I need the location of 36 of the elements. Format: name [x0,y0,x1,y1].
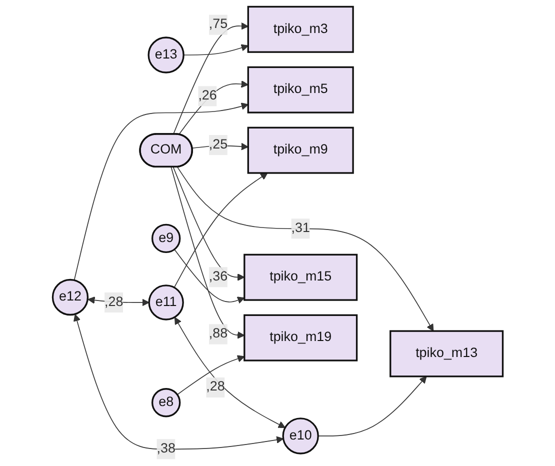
arrow [174,317,286,428]
node-circle: e8 [151,388,180,418]
node-circle: e12 [52,278,88,316]
node-box: tpiko_m19 [243,314,358,362]
arrow [182,44,248,56]
node-box: tpiko_m9 [247,126,354,174]
node-box: tpiko_m5 [247,66,354,114]
arrow [176,166,434,332]
arrow [172,166,244,281]
node-circle: e13 [147,36,184,74]
arrow [73,314,284,450]
arrow [317,376,427,436]
node-box: tpiko_m15 [243,254,358,301]
edge-label: ,28 [104,294,123,310]
node-box: tpiko_m3 [247,6,354,53]
node-circle: e9 [151,224,180,254]
arrow [74,102,248,281]
edge-label: ,28 [206,380,225,394]
edge-label: ,25 [208,138,228,152]
edge-label: ,38 [156,442,176,456]
edge-label: ,31 [291,221,310,236]
arrow [174,172,268,288]
arrow [87,296,150,306]
arrow [176,355,244,396]
edge-label: ,36 [208,270,228,284]
node-circle: e11 [148,284,184,320]
edge-label: ,75 [208,17,228,32]
edge-label: ,26 [198,88,217,103]
edge-label: ,88 [208,326,228,341]
arrow [170,166,244,339]
arrow [192,142,248,150]
arrow [174,249,244,304]
node-box: tpiko_m13 [389,330,504,378]
arrow [178,80,248,135]
node-circle: e10 [282,418,319,454]
arrow [172,22,248,135]
